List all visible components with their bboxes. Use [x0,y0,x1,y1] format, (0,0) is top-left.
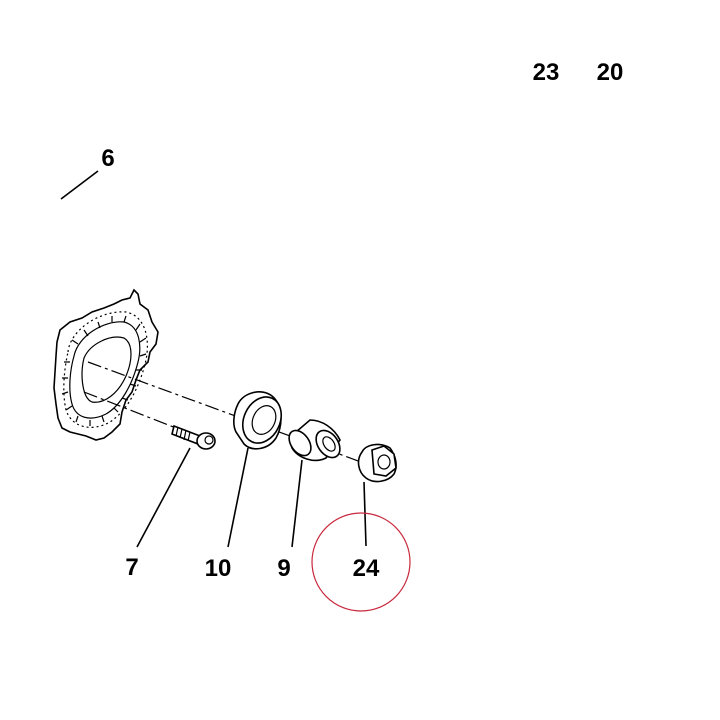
leader-line-9 [291,459,303,548]
callout-10: 10 [205,555,232,582]
sprocket-plate [53,288,159,441]
callout-24: 24 [353,555,380,582]
callout-9: 9 [277,555,290,582]
bolt-axis-line [83,391,177,429]
leader-line-7 [136,447,191,548]
bolt [171,424,216,450]
leader-line-6 [60,170,99,200]
callout-20: 20 [597,59,624,86]
bushing-sleeve [288,419,341,462]
highlight-circle [311,512,411,612]
callout-6: 6 [101,145,114,172]
callout-23: 23 [533,59,560,86]
leader-line-10 [227,447,249,548]
leader-line-24 [363,481,367,547]
callout-7: 7 [125,554,138,581]
seal-ring [233,391,283,450]
flanged-nut [357,443,397,483]
